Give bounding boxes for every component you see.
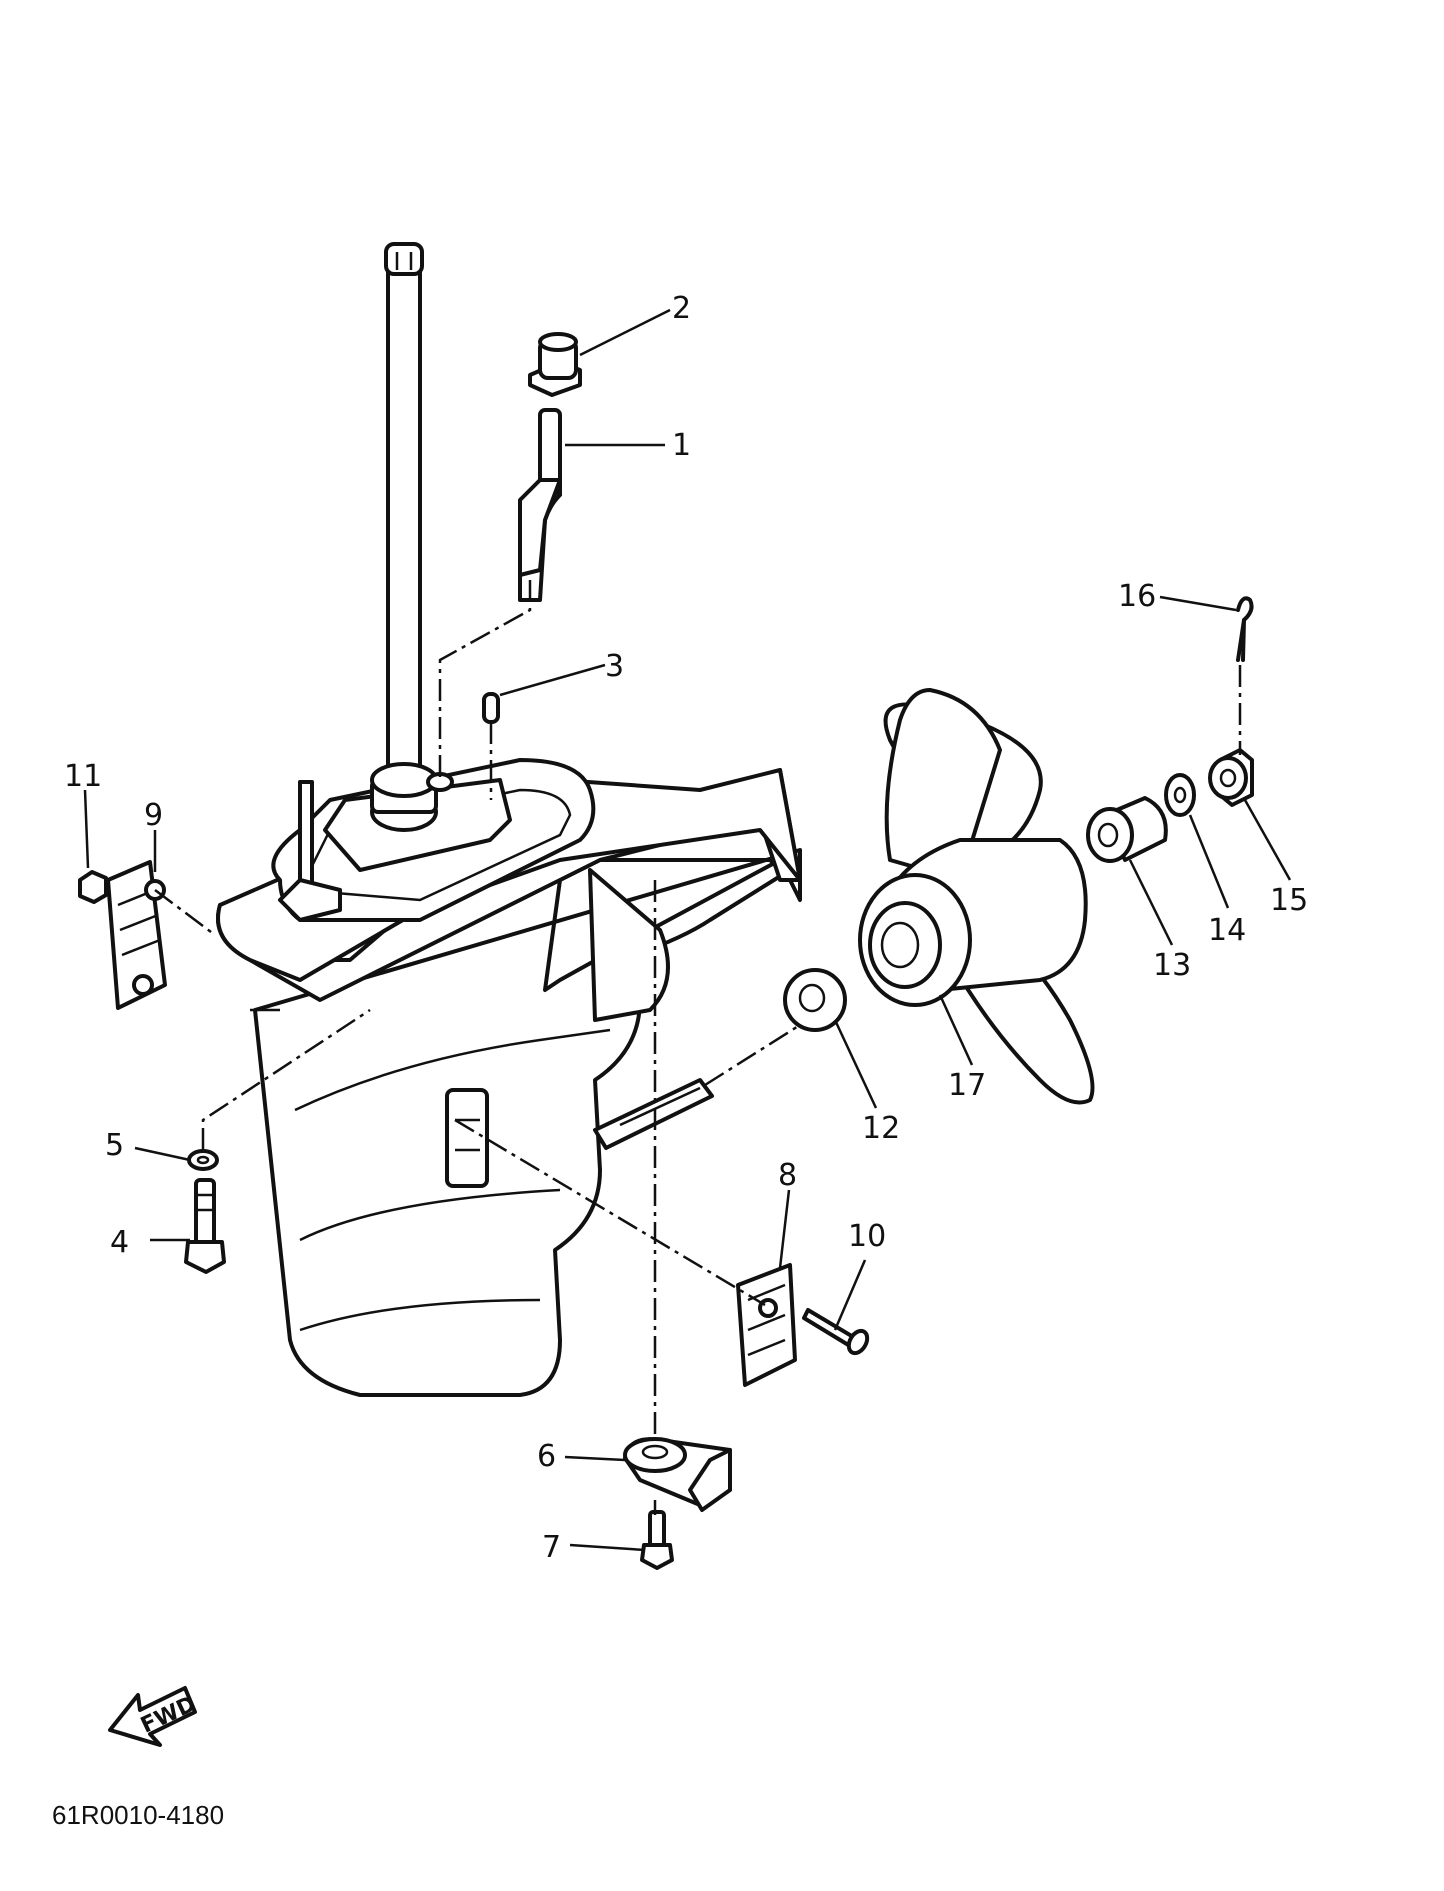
part-10-screw: [802, 1308, 870, 1356]
callout-16: 16: [1118, 579, 1156, 614]
callout-12: 12: [862, 1111, 900, 1146]
part-11-nut: [78, 870, 108, 904]
part-17-propeller: [858, 688, 1095, 1105]
part-14-washer: [1164, 773, 1196, 817]
leader-lines: [83, 308, 1292, 1552]
callout-6: 6: [537, 1439, 556, 1474]
part-8-anode: [736, 1263, 797, 1387]
part-13-spacer: [1086, 796, 1168, 863]
callout-8: 8: [778, 1158, 797, 1193]
part-2-grommet: [528, 332, 582, 397]
part-5-washer: [187, 1149, 219, 1171]
part-12-thrust-washer: [783, 968, 847, 1032]
part-15-castle-nut: [1208, 748, 1254, 807]
callout-3: 3: [605, 649, 624, 684]
lower-casing: [216, 758, 802, 1397]
part-6-trim-tab: [623, 1437, 732, 1512]
callout-11: 11: [64, 759, 102, 794]
assembly-lines: [154, 580, 1242, 1515]
part-9-anode: [106, 860, 167, 1010]
drawing-code: 61R0010-4180: [52, 1800, 225, 1830]
callout-7: 7: [542, 1530, 561, 1565]
part-7-bolt: [640, 1510, 674, 1570]
part-3-dowel-pin: [482, 692, 500, 724]
callout-5: 5: [105, 1128, 124, 1163]
callout-2: 2: [672, 291, 691, 326]
callout-4: 4: [110, 1225, 129, 1260]
callout-9: 9: [144, 798, 163, 833]
part-1-shift-rod: [518, 408, 562, 602]
callout-1: 1: [672, 428, 691, 463]
callout-labels: 1 2 3 4 5 6 7 8 9 10 11 12 13 14 15 16 1…: [64, 291, 1308, 1565]
forward-direction-arrow: FWD: [108, 1686, 200, 1747]
drive-shaft: [384, 242, 424, 844]
callout-15: 15: [1270, 883, 1308, 918]
callout-17: 17: [948, 1068, 986, 1103]
callout-14: 14: [1208, 913, 1246, 948]
callout-10: 10: [848, 1219, 886, 1254]
part-4-bolt: [184, 1178, 226, 1274]
callout-13: 13: [1153, 948, 1191, 983]
part-16-cotter-pin: [1236, 596, 1254, 662]
